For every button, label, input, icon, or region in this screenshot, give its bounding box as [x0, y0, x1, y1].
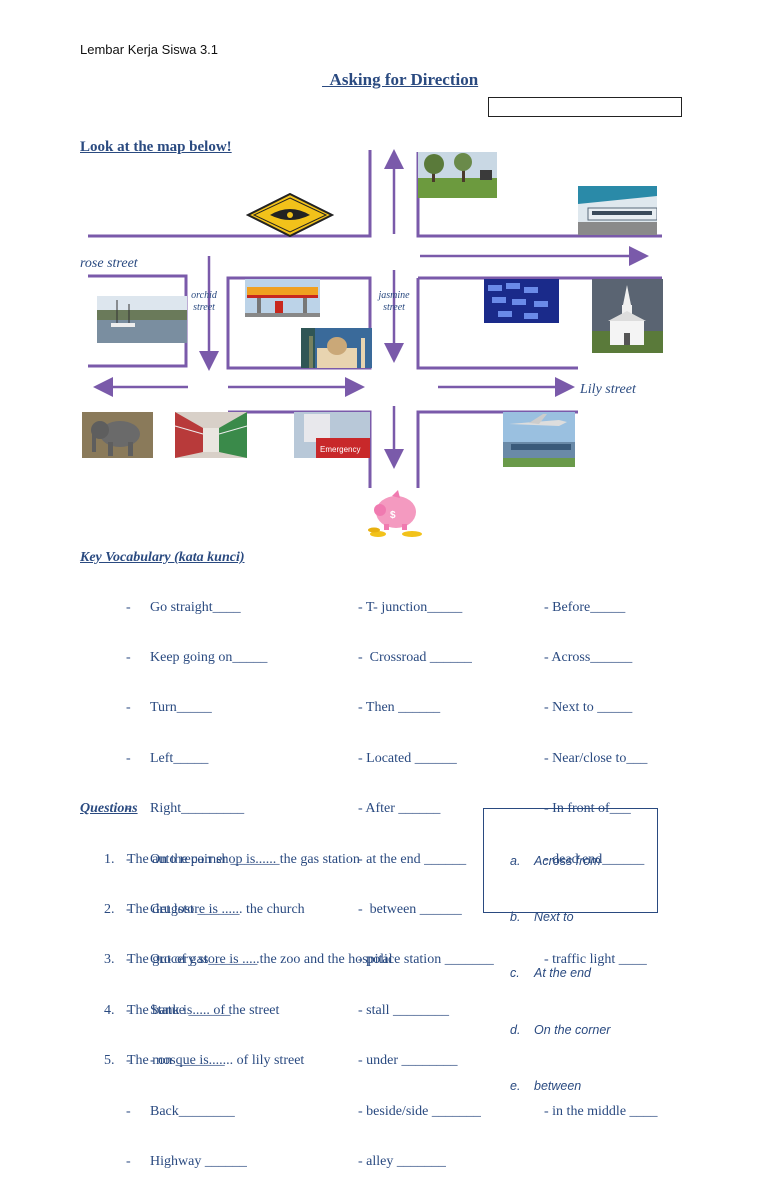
- vocab-item: -Left_____: [126, 750, 209, 766]
- vocab-item: -Turn_____: [126, 700, 212, 716]
- vocab-item: - dead end______: [544, 851, 645, 867]
- gas-station-icon: [245, 279, 320, 317]
- vocab-item: -Right_________: [126, 801, 245, 817]
- page-title: Asking for Direction: [322, 70, 479, 89]
- worksheet-label: Lembar Kerja Siswa 3.1: [80, 42, 219, 57]
- grocery-store-icon: [175, 412, 247, 458]
- street-word: street: [383, 302, 405, 313]
- vocab-item: - Located ______: [358, 750, 457, 766]
- question-item: 3.The grocery store is .....the zoo and …: [104, 952, 393, 968]
- name-input-box[interactable]: [488, 97, 682, 117]
- bank-icon: [484, 279, 559, 323]
- vocab-item: -Highway ______: [126, 1153, 247, 1169]
- vocab-item: - Before_____: [544, 599, 626, 615]
- vocab-item: - Then ______: [358, 700, 441, 716]
- vocabulary-title: Key Vocabulary (kata kunci): [80, 550, 245, 565]
- vocab-item: - Near/close to___: [544, 750, 648, 766]
- train-station-icon: [578, 186, 657, 235]
- harbor-icon: [97, 296, 187, 343]
- question-item: 1.The auto repair shop is...... the gas …: [104, 851, 360, 867]
- mosque-icon: [301, 328, 372, 368]
- vocab-item: -Statue ______: [126, 1002, 231, 1018]
- vocab-item: - stall ________: [358, 1002, 449, 1018]
- zoo-elephant-icon: [82, 412, 153, 458]
- answer-choice: c.At the end: [510, 966, 591, 981]
- vocab-item: - After ______: [358, 801, 441, 817]
- rose-street-label: rose street: [80, 256, 138, 271]
- vocab-item: - T- junction_____: [358, 599, 463, 615]
- vocab-item: -Get lost ______: [126, 901, 240, 917]
- vocab-item: - Crossroad ______: [358, 649, 472, 665]
- airport-icon: [503, 412, 575, 467]
- answer-choice: a.Across from: [510, 853, 601, 868]
- vocab-item: -Go straight____: [126, 599, 241, 615]
- question-item: 2.The drugstore is ...... the church: [104, 901, 305, 917]
- orchid-street-label: orchid street: [186, 290, 222, 314]
- vocab-item: -Out of gas_______: [126, 952, 258, 968]
- park-icon: [418, 152, 497, 198]
- auto-repair-sign-icon: [246, 193, 334, 237]
- vocab-item: - beside/side _______: [358, 1103, 481, 1119]
- answer-choice: e.between: [510, 1079, 582, 1094]
- road-edge: [228, 410, 372, 488]
- street-word: street: [193, 302, 215, 313]
- lily-street-label: Lily street: [580, 382, 636, 397]
- hospital-sign-text: Emergency: [320, 445, 360, 454]
- answer-choices-list: a.Across from b.Next to c.At the end d.O…: [510, 814, 610, 1115]
- hospital-icon: Emergency: [294, 412, 370, 458]
- questions-title: Questions: [80, 801, 138, 816]
- instruction-text: Look at the map below!: [80, 139, 232, 155]
- jasmine-word: jasmine: [378, 290, 410, 301]
- answer-choice: b.Next to: [510, 909, 574, 924]
- questions-list: 1.The auto repair shop is...... the gas …: [104, 818, 393, 1087]
- vocab-item: - police station _______: [358, 952, 494, 968]
- answer-choices-box: [483, 808, 658, 913]
- church-icon: [592, 279, 663, 353]
- vocab-item: - alley _______: [358, 1153, 446, 1169]
- jasmine-street-label: jasmine street: [372, 290, 416, 314]
- svg-text:$: $: [390, 510, 396, 521]
- question-item: 4.The bank is..... of the street: [104, 1002, 280, 1018]
- vocab-item: -On the corner _______: [126, 851, 280, 867]
- vocab-item: - between ______: [358, 901, 462, 917]
- vocab-item: - Next to _____: [544, 700, 633, 716]
- vocab-item: -Keep going on_____: [126, 649, 268, 665]
- road-edge: [226, 276, 372, 370]
- vocab-item: -Back________: [126, 1103, 235, 1119]
- road-edge: [416, 278, 578, 370]
- vocab-item: - traffic light ____: [544, 952, 647, 968]
- vocab-item: [544, 1154, 658, 1171]
- piggy-bank-icon: $: [368, 490, 422, 537]
- question-item: 5.The mosque is....... of lily street: [104, 1053, 305, 1069]
- orchid-word: orchid: [191, 290, 217, 301]
- vocab-item: - Across______: [544, 649, 633, 665]
- road-edge: [88, 150, 372, 238]
- vocab-item: - at the end ______: [358, 851, 467, 867]
